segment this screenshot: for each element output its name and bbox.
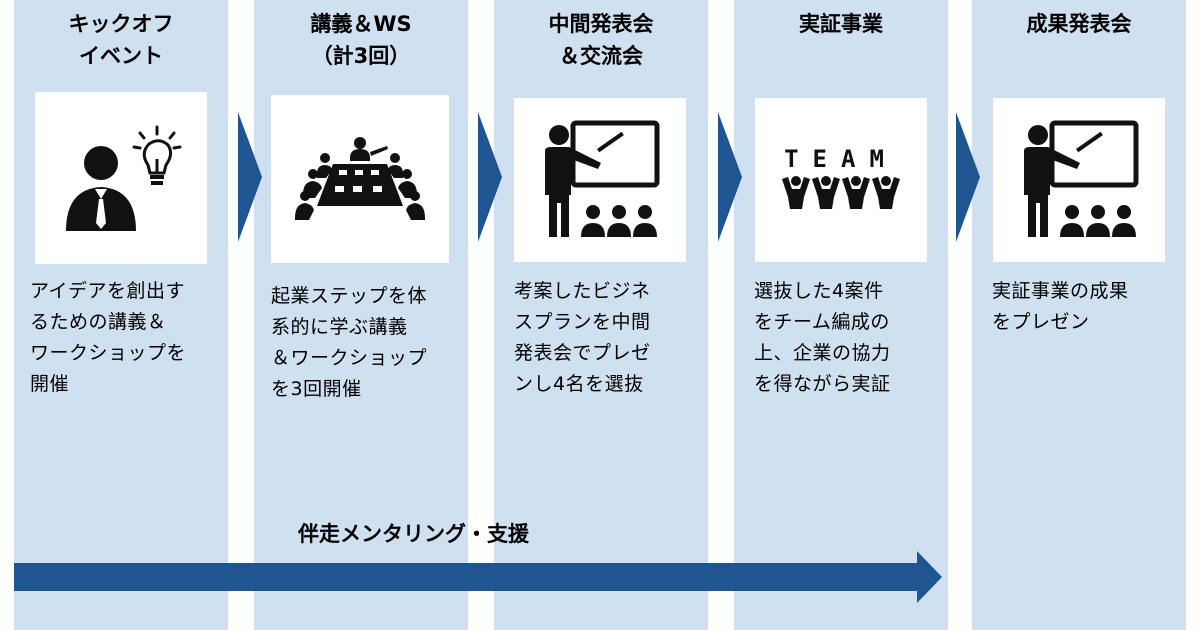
step-title: 講義＆WS （計3回） <box>310 12 412 68</box>
step-icon-box <box>993 98 1165 262</box>
presentation-icon <box>1024 120 1139 237</box>
step-title: 成果発表会 <box>1026 12 1132 36</box>
meeting-table-icon <box>295 137 425 220</box>
step-column-kickoff: キックオフ イベント アイデアを創出す るための講義＆ ワーク <box>14 0 228 630</box>
step-title: 実証事業 <box>799 12 883 36</box>
person-idea-icon <box>66 125 182 231</box>
flow-arrow-4 <box>956 112 980 242</box>
step-title: 中間発表会 ＆交流会 <box>548 12 654 68</box>
team-icon-label: TEAM <box>784 145 898 173</box>
step-icon-box <box>514 98 686 262</box>
step-description: 考案したビジネ スプランを中間 発表会でプレゼ ンし4名を選抜 <box>514 280 651 395</box>
step-icon-box: TEAM <box>755 98 927 262</box>
flow-arrow-1 <box>238 112 262 242</box>
flow-arrow-2 <box>478 112 502 242</box>
flow-arrow-3 <box>718 112 742 242</box>
step-description: アイデアを創出す るための講義＆ ワークショップを 開催 <box>30 280 187 395</box>
step-icon-box <box>35 92 207 264</box>
step-description: 選抜した4案件 をチーム編成の 上、企業の協力 を得ながら実証 <box>754 280 891 395</box>
step-column-final: 成果発表会 実証事業の成果 をプレゼン <box>972 0 1186 630</box>
step-description: 実証事業の成果 をプレゼン <box>992 280 1129 333</box>
support-label: 伴走メンタリング・支援 <box>298 522 529 546</box>
step-column-demonstration: 実証事業 TEAM 選抜した4案件 をチーム編成の 上、企業の協力 を得ながら実… <box>734 0 948 630</box>
step-column-midterm: 中間発表会 ＆交流会 考案したビジネ スプランを中間 発表会でプレゼ ンし4名を… <box>494 0 708 630</box>
team-icon: TEAM <box>782 145 900 209</box>
step-description: 起業ステップを体 系的に学ぶ講義 ＆ワークショップ を3回開催 <box>271 285 428 400</box>
support-arrow <box>14 551 942 603</box>
presentation-icon <box>545 120 660 237</box>
step-column-lectures: 講義＆WS （計3回） 起業ステップを体 系的に学ぶ講義 ＆ワークショップ を3… <box>254 0 468 630</box>
step-title: キックオフ イベント <box>68 12 174 68</box>
step-icon-box <box>271 95 449 263</box>
